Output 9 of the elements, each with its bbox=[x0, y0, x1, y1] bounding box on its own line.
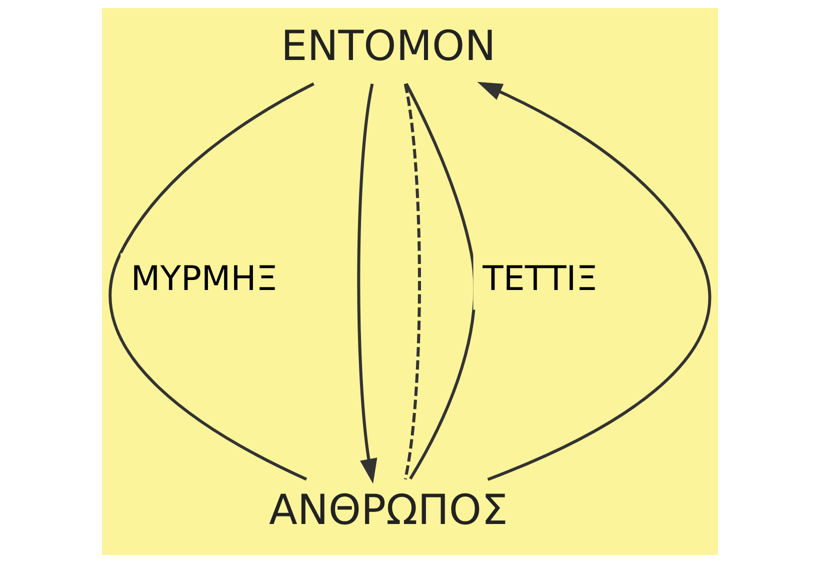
edge-label: ΜΥΡΜΗΞ bbox=[130, 258, 278, 299]
arrow bbox=[356, 84, 377, 484]
arrow bbox=[476, 82, 710, 481]
edge-label: ΤΕΤΤΙΞ bbox=[482, 258, 598, 299]
connector bbox=[403, 84, 420, 480]
node-text: ΕΝΤΟΜΟΝ bbox=[280, 21, 496, 70]
connector bbox=[404, 83, 476, 480]
node-text: ΑΝΘΡΩΠΟΣ bbox=[268, 485, 508, 534]
connector bbox=[108, 82, 314, 481]
